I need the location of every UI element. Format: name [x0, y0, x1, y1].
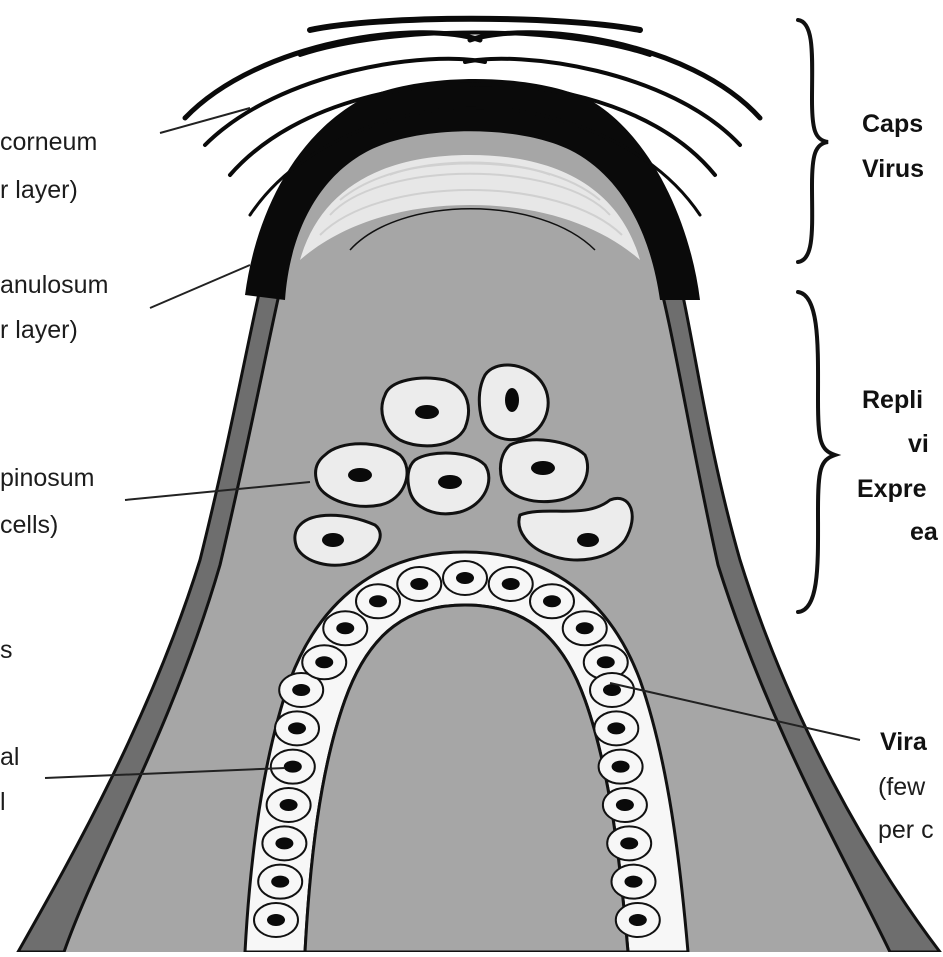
label-basal-1: al: [0, 745, 19, 770]
basal-nucleus: [315, 656, 333, 668]
label-viral-3: per c: [878, 818, 934, 843]
basal-nucleus: [607, 722, 625, 734]
basal-nucleus: [576, 622, 594, 634]
label-partial-s: s: [0, 638, 13, 663]
label-basal-2: l: [0, 790, 6, 815]
basal-nucleus: [616, 799, 634, 811]
basal-nucleus: [629, 914, 647, 926]
basal-nucleus: [271, 876, 289, 888]
label-spinosum-2: cells): [0, 513, 58, 538]
label-capsid-1: Caps: [862, 112, 923, 137]
basal-nucleus: [275, 837, 293, 849]
basal-nucleus: [280, 799, 298, 811]
braces: [798, 20, 835, 612]
label-repl-2: vi: [908, 432, 929, 457]
basal-nucleus: [292, 684, 310, 696]
basal-nucleus: [410, 578, 428, 590]
label-capsid-2: Virus: [862, 157, 924, 182]
basal-nucleus: [502, 578, 520, 590]
label-repl-4: ea: [910, 520, 938, 545]
basal-nucleus: [369, 595, 387, 607]
label-viral-1: Vira: [880, 730, 927, 755]
label-repl-3: Expre: [857, 477, 926, 502]
brace-upper: [798, 20, 828, 262]
basal-nucleus: [597, 656, 615, 668]
basal-nucleus: [543, 595, 561, 607]
label-corneum-2: r layer): [0, 178, 78, 203]
basal-nucleus: [288, 722, 306, 734]
basal-nucleus: [612, 761, 630, 773]
brace-lower: [798, 292, 835, 612]
label-corneum-1: corneum: [0, 130, 97, 155]
basal-nucleus: [456, 572, 474, 584]
basal-nucleus: [284, 761, 302, 773]
basal-nucleus: [267, 914, 285, 926]
basal-nucleus: [336, 622, 354, 634]
basal-nucleus: [625, 876, 643, 888]
label-repl-1: Repli: [862, 388, 923, 413]
label-spinosum-1: pinosum: [0, 466, 95, 491]
label-viral-2: (few: [878, 775, 925, 800]
label-granulosum-2: r layer): [0, 318, 78, 343]
basal-nucleus: [620, 837, 638, 849]
label-granulosum-1: anulosum: [0, 273, 108, 298]
leader-granulosum: [150, 265, 250, 308]
